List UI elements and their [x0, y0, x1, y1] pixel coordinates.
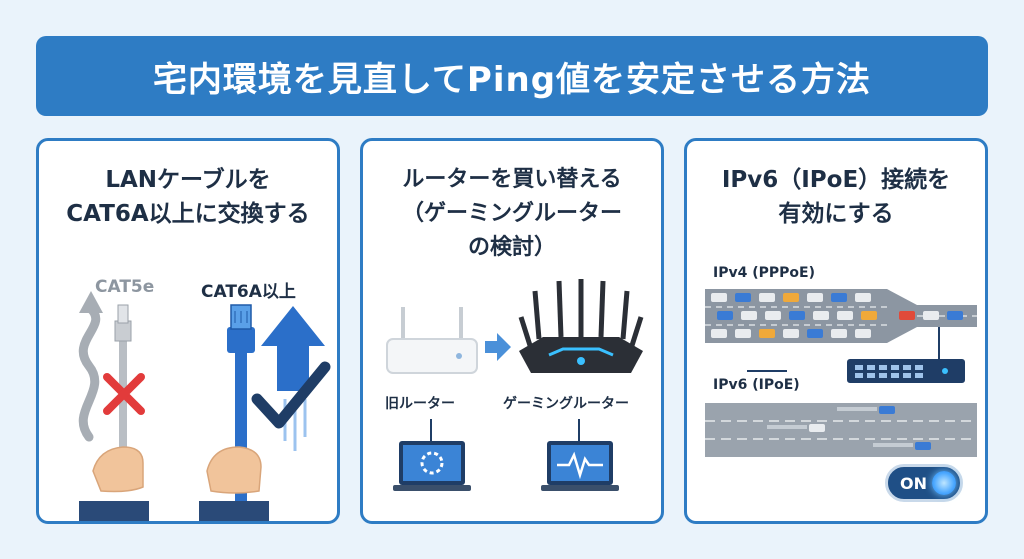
- card-title: IPv6（IPoE）接続を 有効にする: [687, 163, 985, 231]
- router-icon: [386, 307, 478, 374]
- card-title-line: （ゲーミングルーター: [401, 201, 622, 226]
- card-title-line: ルーターを買い替える: [402, 167, 622, 192]
- card-title-line: CAT6A以上に交換する: [66, 201, 310, 227]
- congested-road-icon: [705, 289, 977, 343]
- page-title-banner: 宅内環境を見直してPing値を安定させる方法: [36, 36, 988, 116]
- toggle-label: ON: [900, 474, 927, 493]
- old-router-label: 旧ルーター: [385, 396, 455, 412]
- card-title-line: LANケーブルを: [105, 167, 271, 193]
- router-illustration: [386, 279, 644, 491]
- page-title: 宅内環境を見直してPing値を安定させる方法: [152, 59, 872, 100]
- card-title-line: IPv6（IPoE）接続を: [721, 167, 951, 193]
- clear-road-icon: [705, 403, 977, 457]
- laptop-pulse-icon: [541, 419, 619, 491]
- ipv6-label: IPv6 (IPoE): [713, 377, 800, 393]
- network-road-illustration: [705, 289, 977, 457]
- network-switch-icon: [747, 327, 965, 383]
- gaming-router-label: ゲーミングルーター: [503, 396, 629, 412]
- cat6a-label: CAT6A以上: [201, 282, 296, 302]
- gaming-router-icon: [518, 279, 644, 373]
- laptop-loading-icon: [393, 419, 471, 491]
- toggle-knob-icon: [932, 471, 956, 495]
- cat5e-label: CAT5e: [95, 277, 155, 297]
- hand-icon: [79, 446, 269, 521]
- ipv4-label: IPv4 (PPPoE): [713, 265, 815, 281]
- card-title: LANケーブルを CAT6A以上に交換する: [39, 163, 337, 231]
- card-lan-cable: LANケーブルを CAT6A以上に交換する CAT5e CAT6A以上: [36, 138, 340, 524]
- card-title: ルーターを買い替える （ゲーミングルーター の検討）: [363, 163, 661, 265]
- check-icon: [251, 361, 331, 429]
- ipv6-toggle-switch[interactable]: ON: [885, 464, 963, 502]
- arrow-right-icon: [485, 333, 511, 361]
- wavy-arrow-icon: [78, 291, 103, 442]
- card-title-line: 有効にする: [778, 201, 894, 227]
- rj45-cable-icon: [114, 304, 132, 487]
- card-ipv6: IPv6（IPoE）接続を 有効にする IPv4 (PPPoE) IPv6 (I…: [684, 138, 988, 524]
- card-title-line: の検討）: [467, 235, 556, 260]
- card-router: ルーターを買い替える （ゲーミングルーター の検討） 旧ルーター ゲーミングルー…: [360, 138, 664, 524]
- cable-comparison-illustration: [78, 291, 331, 521]
- cross-icon: [103, 373, 145, 415]
